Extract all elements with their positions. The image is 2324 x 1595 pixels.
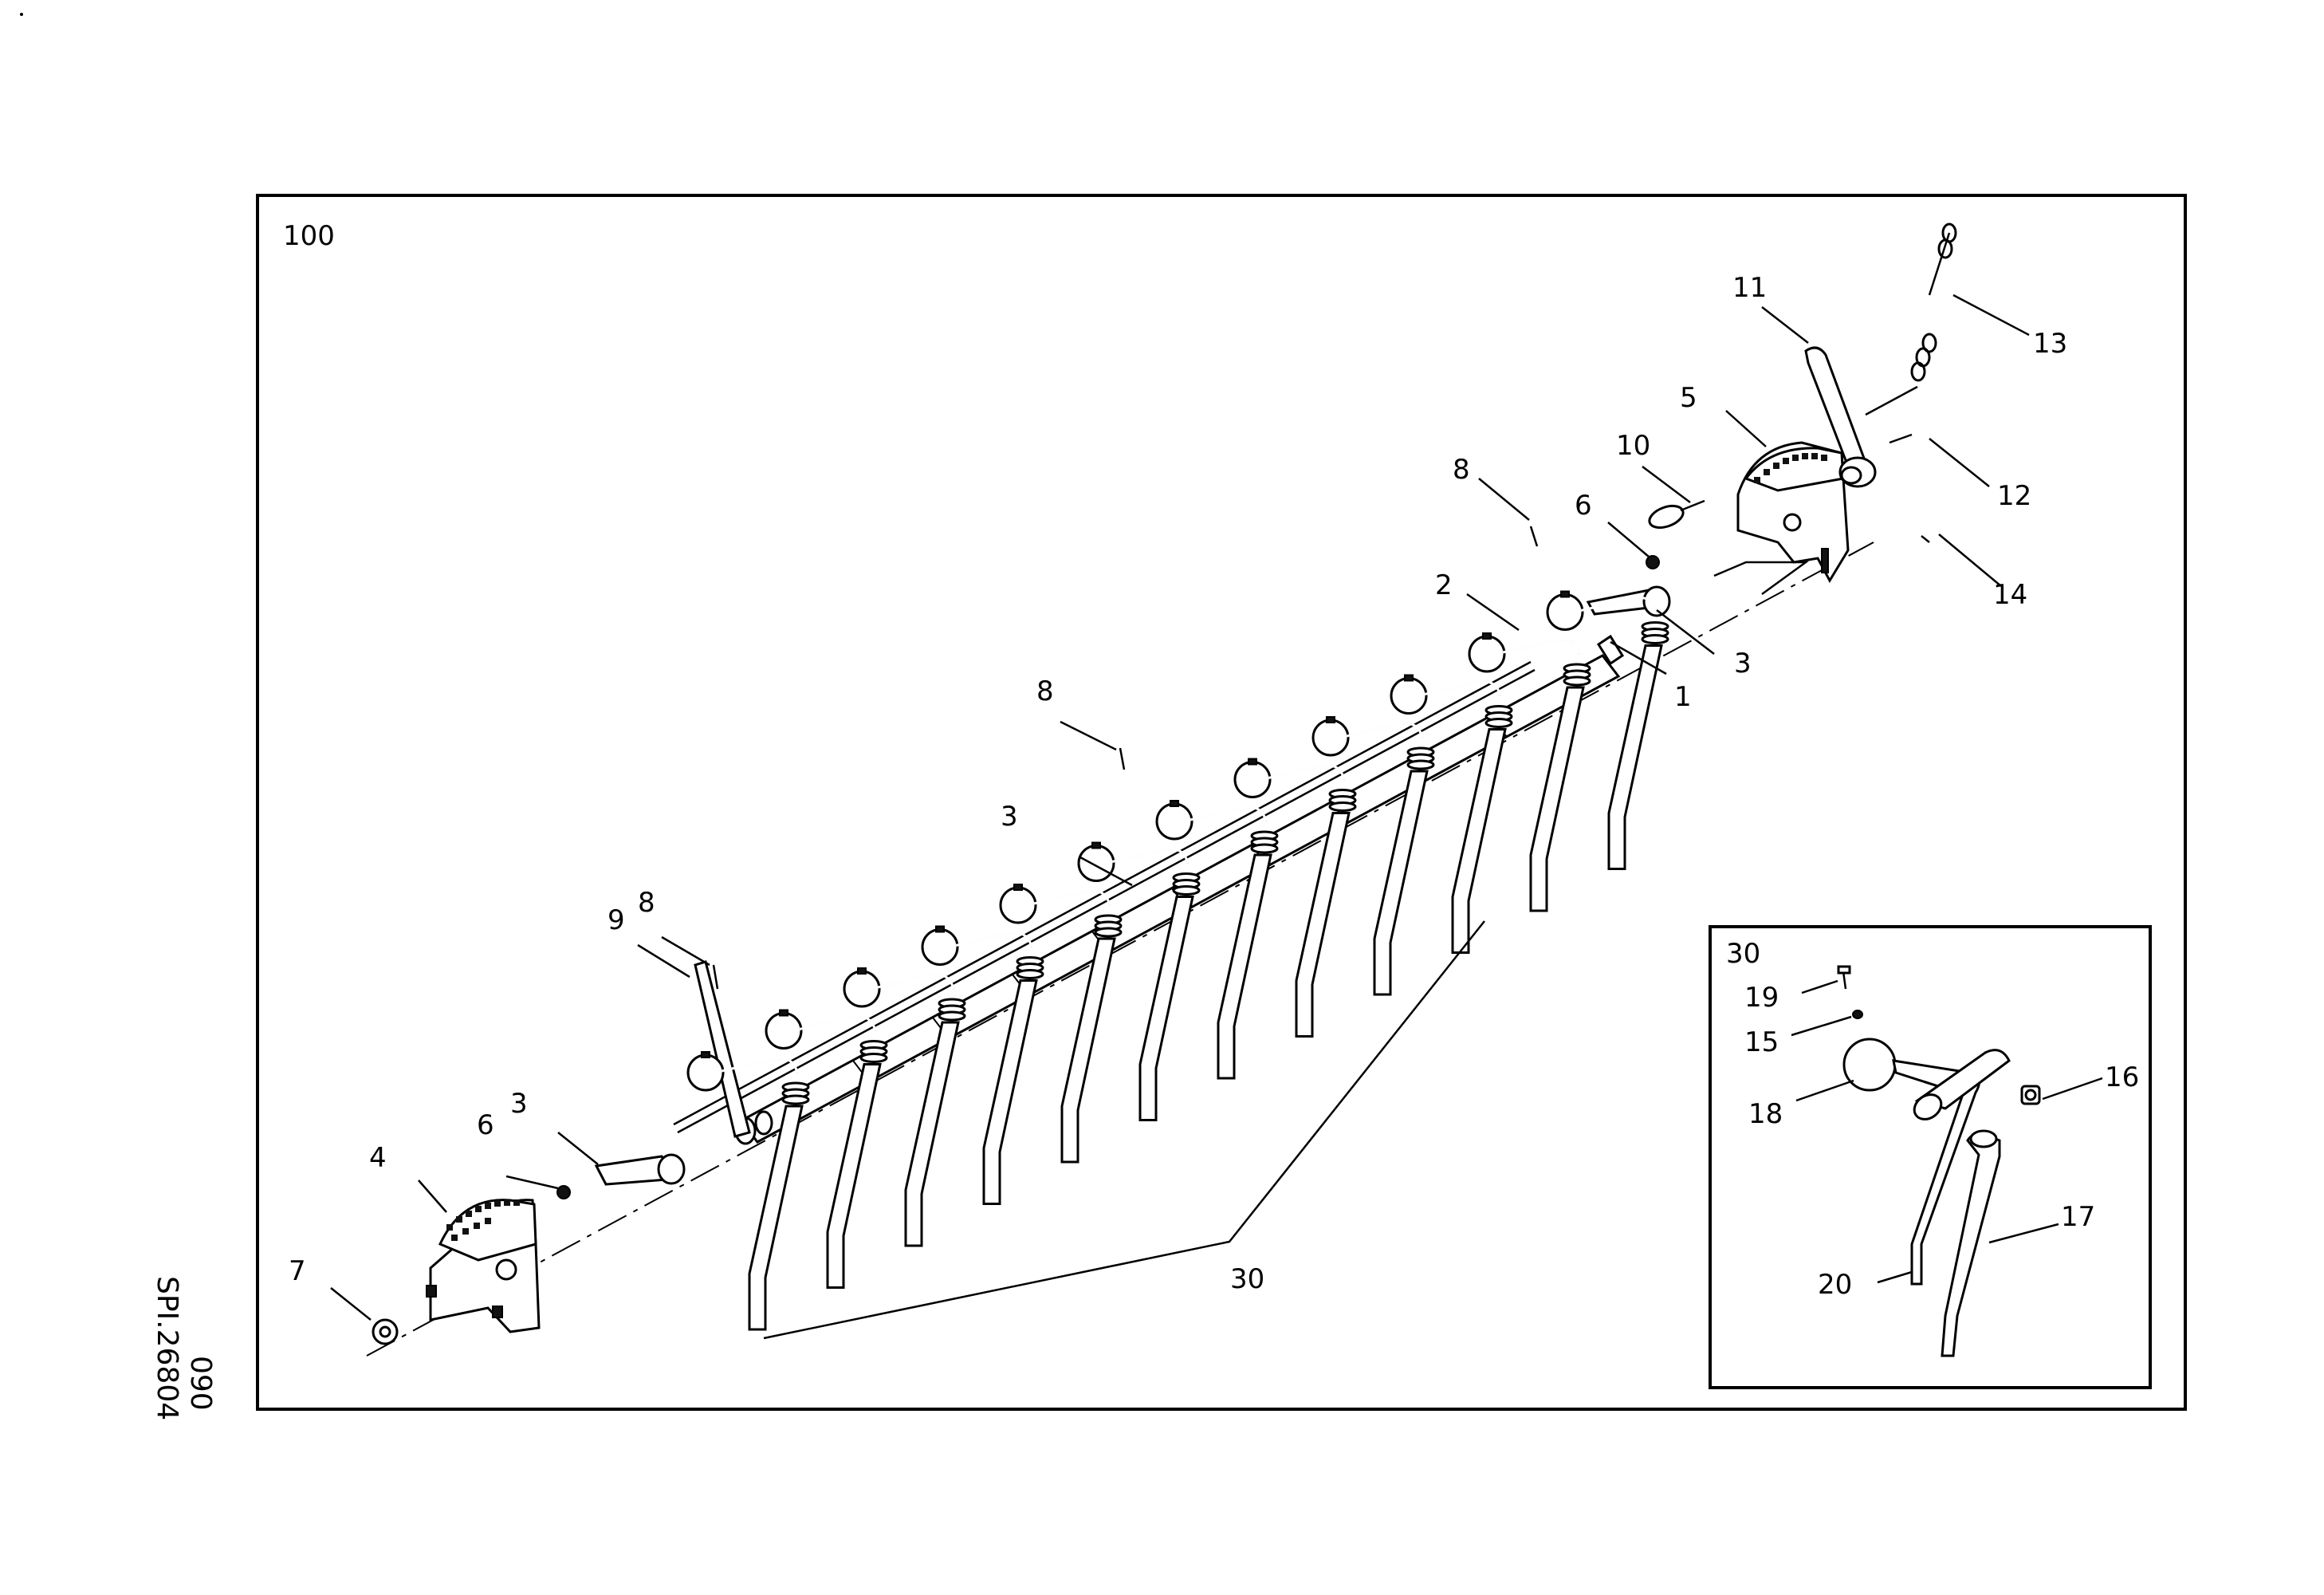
tine-unit <box>1233 758 1357 1038</box>
tine-unit <box>686 1051 810 1331</box>
inset-frame <box>1709 925 2152 1389</box>
label-7: 7 <box>289 1255 306 1287</box>
tine-unit <box>1546 590 1669 870</box>
leader-lines <box>330 293 2030 1340</box>
tine-unit <box>921 925 1044 1205</box>
tie-rod <box>1713 561 1809 596</box>
label-9: 9 <box>608 904 625 936</box>
main-frame <box>256 194 2187 1411</box>
left-quadrant-bracket <box>426 1199 541 1333</box>
label-10: 10 <box>1616 430 1650 462</box>
inset-number: 30 <box>1726 938 1760 970</box>
frame-number: 100 <box>283 220 335 252</box>
tine-unit <box>1311 716 1435 996</box>
inset-label-16: 16 <box>2105 1061 2139 1093</box>
label-6-right: 6 <box>1575 490 1592 522</box>
label-5: 5 <box>1680 382 1697 414</box>
label-12: 12 <box>1997 480 2031 512</box>
tine-unit <box>999 884 1123 1164</box>
inset-label-18: 18 <box>1748 1098 1783 1130</box>
tine-set <box>686 590 1669 1331</box>
label-3-middle: 3 <box>1001 801 1018 833</box>
corner-mark <box>20 13 23 16</box>
tine-unit <box>1155 800 1279 1080</box>
tine-unit <box>1077 841 1201 1121</box>
inset-label-20: 20 <box>1818 1269 1852 1301</box>
inset-label-19: 19 <box>1744 982 1779 1014</box>
inset-label-15: 15 <box>1744 1026 1779 1058</box>
label-13: 13 <box>2033 328 2067 360</box>
right-small-parts <box>1529 433 1930 617</box>
label-30-group: 30 <box>1230 1263 1264 1295</box>
label-8-middle: 8 <box>1036 675 1054 707</box>
label-14: 14 <box>1993 579 2027 611</box>
left-small-parts <box>372 747 1126 1345</box>
label-8-left: 8 <box>638 887 655 919</box>
label-3-left: 3 <box>510 1088 528 1120</box>
label-8-upper: 8 <box>1453 454 1470 486</box>
operating-lever <box>1804 223 1957 488</box>
chain-links <box>1910 223 1957 382</box>
label-3-right: 3 <box>1734 648 1752 679</box>
right-quadrant-bracket <box>1736 441 1850 584</box>
label-6-left: 6 <box>477 1109 494 1141</box>
tine-unit <box>843 967 966 1247</box>
tine-unit <box>1390 674 1513 954</box>
label-1: 1 <box>1674 681 1692 713</box>
callout-labels: 1 2 3 3 3 4 5 6 6 7 8 8 8 9 10 11 12 13 … <box>289 272 2067 1295</box>
label-4: 4 <box>369 1142 387 1174</box>
side-code: SPI.26804 <box>151 1276 183 1420</box>
label-2: 2 <box>1435 569 1453 601</box>
detail-inset: 30 19 15 18 16 17 20 <box>1709 925 2152 1389</box>
label-11: 11 <box>1732 272 1767 304</box>
tine-unit <box>1468 632 1591 912</box>
inset-label-17: 17 <box>2061 1201 2095 1233</box>
tine-unit <box>765 1009 888 1289</box>
side-page: 090 <box>184 1356 217 1411</box>
